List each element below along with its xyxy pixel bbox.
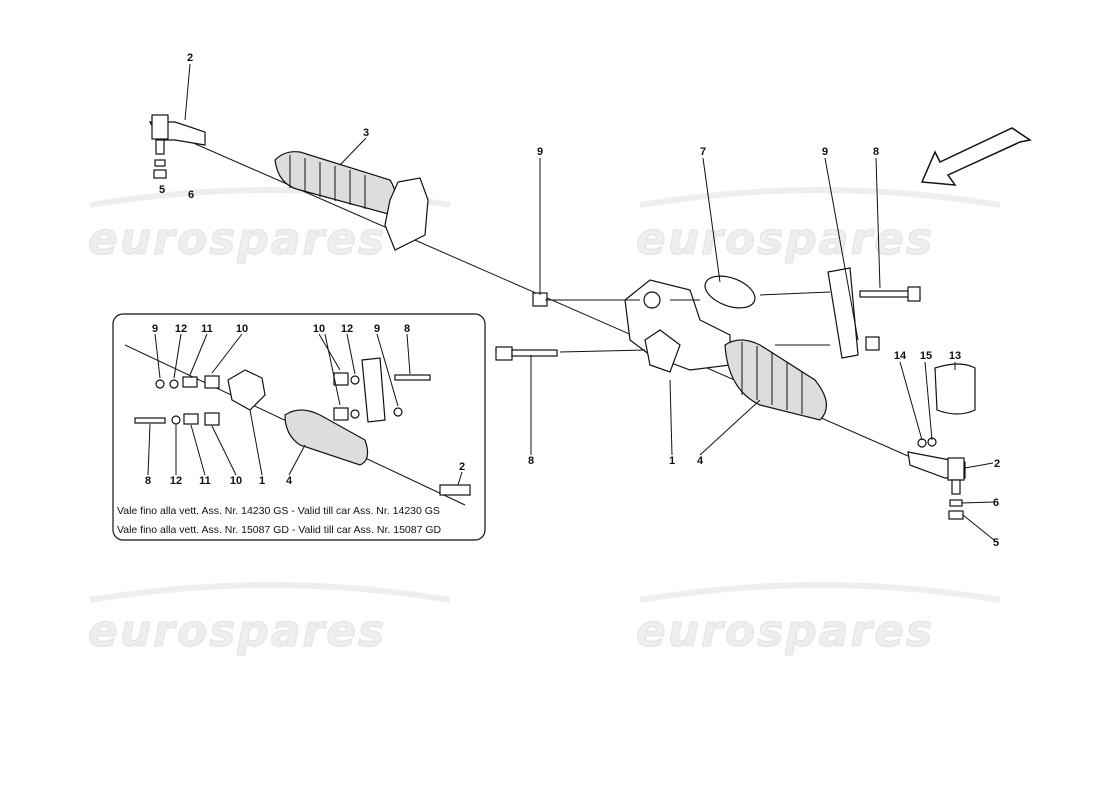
callout-9-right: 9 (822, 146, 828, 158)
tie-rod-end-left (148, 114, 206, 179)
callout-9-center: 9 (537, 146, 543, 158)
callout-13: 13 (949, 350, 961, 362)
boot-right (724, 339, 827, 421)
callout-15: 15 (920, 350, 932, 362)
callout-7: 7 (700, 146, 706, 158)
main-assembly: 2 3 5 6 9 7 9 8 14 15 13 2 6 5 8 1 4 (148, 52, 1000, 549)
mounting-clamp-left (384, 177, 429, 251)
callout-1: 1 (669, 455, 675, 467)
inset-panel: 9 12 11 10 10 12 9 8 8 12 11 10 1 4 2 Va… (112, 313, 486, 541)
watermark-text: eurospares (636, 214, 934, 265)
callout-8-right: 8 (873, 146, 879, 158)
inset-callout-1: 1 (259, 475, 265, 487)
inset-callout-8: 8 (145, 475, 151, 487)
callout-5-left: 5 (159, 184, 165, 196)
inset-callout-11: 11 (201, 323, 213, 335)
callout-6-right: 6 (993, 497, 999, 509)
callout-3: 3 (363, 127, 369, 139)
inset-callout-11: 11 (199, 475, 211, 487)
rack-housing (624, 279, 731, 373)
watermark-text: eurospares (636, 606, 934, 657)
bolt-left (495, 346, 558, 361)
inset-callout-10: 10 (236, 323, 248, 335)
callout-2-left: 2 (187, 52, 193, 64)
direction-arrow-icon (920, 127, 1032, 186)
bracket (827, 267, 859, 359)
callout-14: 14 (894, 350, 907, 362)
inset-callout-10: 10 (313, 323, 325, 335)
inset-callout-12: 12 (175, 323, 187, 335)
callout-5-right: 5 (993, 537, 999, 549)
callout-4: 4 (697, 455, 704, 467)
nut-right (865, 336, 880, 351)
watermark-text: eurospares (88, 606, 386, 657)
inset-callout-10: 10 (230, 475, 242, 487)
callout-6-left: 6 (188, 189, 194, 201)
inset-callout-9: 9 (374, 323, 380, 335)
inset-callout-12: 12 (341, 323, 353, 335)
callout-2-right: 2 (994, 458, 1000, 470)
bolt-right (859, 286, 921, 302)
inset-callout-9: 9 (152, 323, 158, 335)
watermarks: eurospares eurospares eurospares eurospa… (88, 187, 1001, 658)
inset-callout-12: 12 (170, 475, 182, 487)
inset-callout-4: 4 (286, 475, 293, 487)
inset-note-1: Vale fino alla vett. Ass. Nr. 14230 GS -… (117, 505, 440, 517)
inset-callout-2: 2 (459, 461, 465, 473)
watermark-text: eurospares (88, 214, 386, 265)
inset-callout-8: 8 (404, 323, 410, 335)
tie-rod-end-right (907, 451, 966, 520)
cover-part (704, 275, 756, 309)
component-13 (934, 363, 976, 415)
inset-note-2: Vale fino alla vett. Ass. Nr. 15087 GD -… (117, 524, 442, 536)
callout-8-left: 8 (528, 455, 534, 467)
